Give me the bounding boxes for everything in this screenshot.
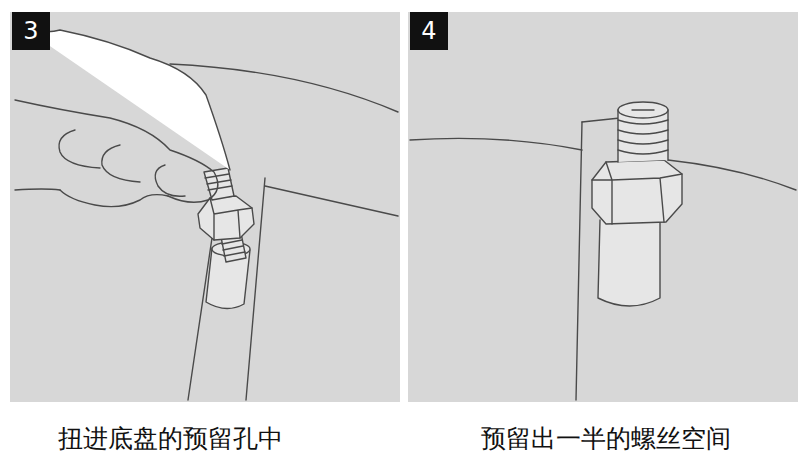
step-badge: 4 (410, 12, 448, 50)
step-badge: 3 (12, 12, 50, 50)
step-number: 4 (421, 17, 436, 45)
step-caption: 扭进底盘的预留孔中 (58, 424, 283, 454)
step-number: 3 (23, 17, 38, 45)
step-caption: 预留出一半的螺丝空间 (481, 424, 731, 454)
